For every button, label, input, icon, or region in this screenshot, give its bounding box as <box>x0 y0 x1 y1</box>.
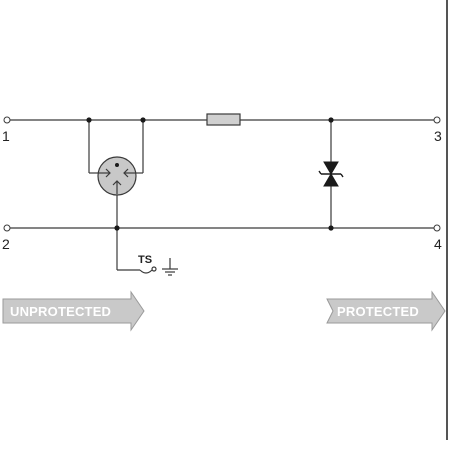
junction-dots <box>86 117 334 231</box>
protected-label: PROTECTED <box>337 304 419 319</box>
resistor-icon <box>206 113 241 126</box>
terminal-2-label: 2 <box>2 236 10 252</box>
tvs-diode-icon <box>318 161 344 187</box>
terminal-2-node <box>3 224 11 232</box>
terminal-4-node <box>433 224 441 232</box>
unprotected-arrow: UNPROTECTED <box>2 290 145 332</box>
unprotected-label: UNPROTECTED <box>10 304 111 319</box>
protected-arrow: PROTECTED <box>326 290 446 332</box>
terminal-3-node <box>433 116 441 124</box>
thermal-switch-icon <box>139 266 157 274</box>
terminal-1-node <box>3 116 11 124</box>
terminal-3-label: 3 <box>434 128 442 144</box>
wiring <box>10 119 434 271</box>
ground-icon <box>162 258 178 276</box>
ts-label: TS <box>138 254 152 266</box>
terminal-4-label: 4 <box>434 236 442 252</box>
terminal-1-label: 1 <box>2 128 10 144</box>
gas-discharge-tube-icon <box>97 156 137 196</box>
